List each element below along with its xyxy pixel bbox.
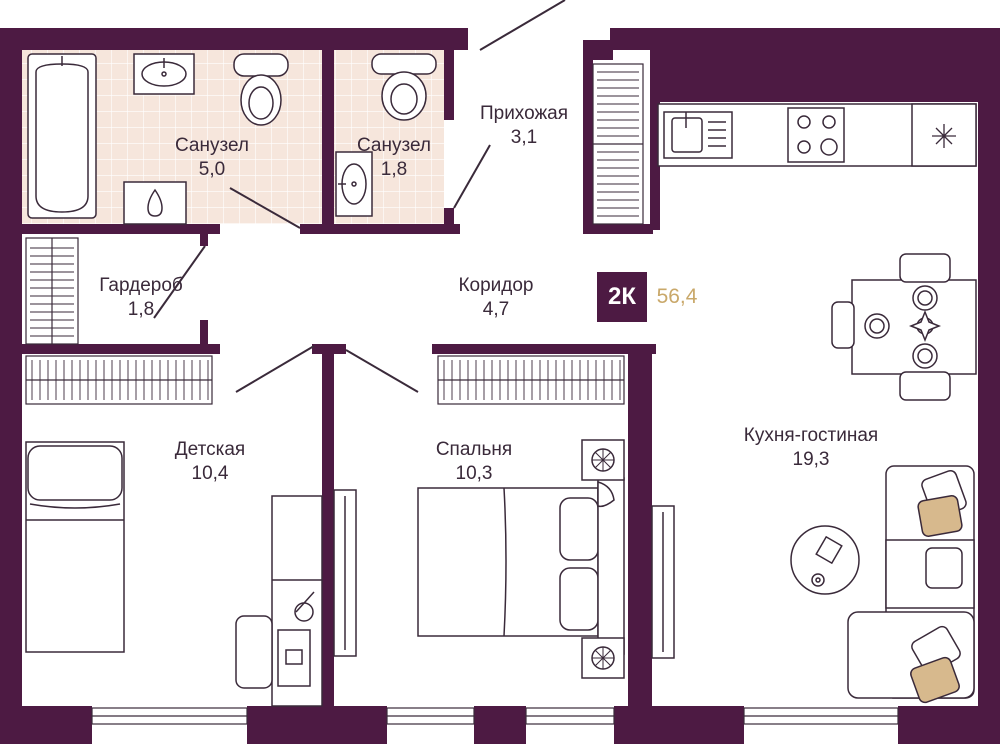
room-name: Санузел bbox=[356, 135, 431, 156]
fridge-icon bbox=[911, 103, 977, 167]
sink-icon bbox=[133, 53, 195, 95]
walls bbox=[0, 28, 1000, 744]
toilet-icon bbox=[371, 53, 437, 121]
window-icon bbox=[91, 707, 899, 725]
nightstand bbox=[581, 439, 625, 679]
tv-stand bbox=[651, 505, 675, 659]
tv-stand bbox=[333, 489, 357, 657]
room-label-bath-small: Санузел 1,8 bbox=[342, 134, 446, 182]
wardrobe-icon bbox=[25, 63, 644, 405]
room-area: 1,8 bbox=[127, 298, 155, 320]
room-label-kitchen-living: Кухня-гостиная 19,3 bbox=[716, 424, 906, 472]
room-name: Коридор bbox=[458, 275, 534, 296]
room-area: 5,0 bbox=[198, 158, 226, 180]
room-area: 3,1 bbox=[510, 126, 538, 148]
sink-icon bbox=[335, 151, 373, 217]
room-label-wardrobe: Гардероб 1,8 bbox=[86, 274, 196, 322]
room-label-bedroom: Спальня 10,3 bbox=[414, 438, 534, 486]
room-area: 10,3 bbox=[455, 462, 493, 484]
room-label-kids: Детская 10,4 bbox=[150, 438, 270, 486]
coffee-table bbox=[790, 525, 860, 595]
apartment-badge: 2К 56,4 bbox=[597, 272, 707, 322]
room-label-bath-main: Санузел 5,0 bbox=[160, 134, 264, 182]
bathtub-icon bbox=[27, 53, 97, 219]
door-icon bbox=[153, 0, 566, 393]
bed-icon bbox=[25, 441, 125, 653]
room-name: Детская bbox=[174, 439, 246, 460]
apartment-total-area: 56,4 bbox=[647, 272, 707, 322]
stove-icon bbox=[787, 107, 845, 163]
apartment-type: 2К bbox=[597, 272, 647, 322]
room-name: Гардероб bbox=[99, 275, 183, 296]
room-label-corridor: Коридор 4,7 bbox=[436, 274, 556, 322]
sofa-icon bbox=[847, 465, 975, 704]
room-name: Санузел bbox=[174, 135, 249, 156]
room-area: 19,3 bbox=[792, 448, 830, 470]
bed-icon bbox=[417, 477, 625, 655]
toilet-icon bbox=[233, 53, 289, 126]
room-area: 1,8 bbox=[380, 158, 408, 180]
room-area: 4,7 bbox=[482, 298, 510, 320]
room-area: 10,4 bbox=[191, 462, 229, 484]
room-label-hallway: Прихожая 3,1 bbox=[466, 102, 582, 150]
room-name: Спальня bbox=[435, 439, 513, 460]
room-name: Прихожая bbox=[479, 103, 569, 124]
washing-machine-icon bbox=[123, 181, 187, 225]
room-name: Кухня-гостиная bbox=[743, 425, 879, 446]
dining-table-icon bbox=[831, 253, 977, 401]
sink-icon bbox=[663, 111, 733, 159]
desk-icon bbox=[235, 495, 323, 707]
